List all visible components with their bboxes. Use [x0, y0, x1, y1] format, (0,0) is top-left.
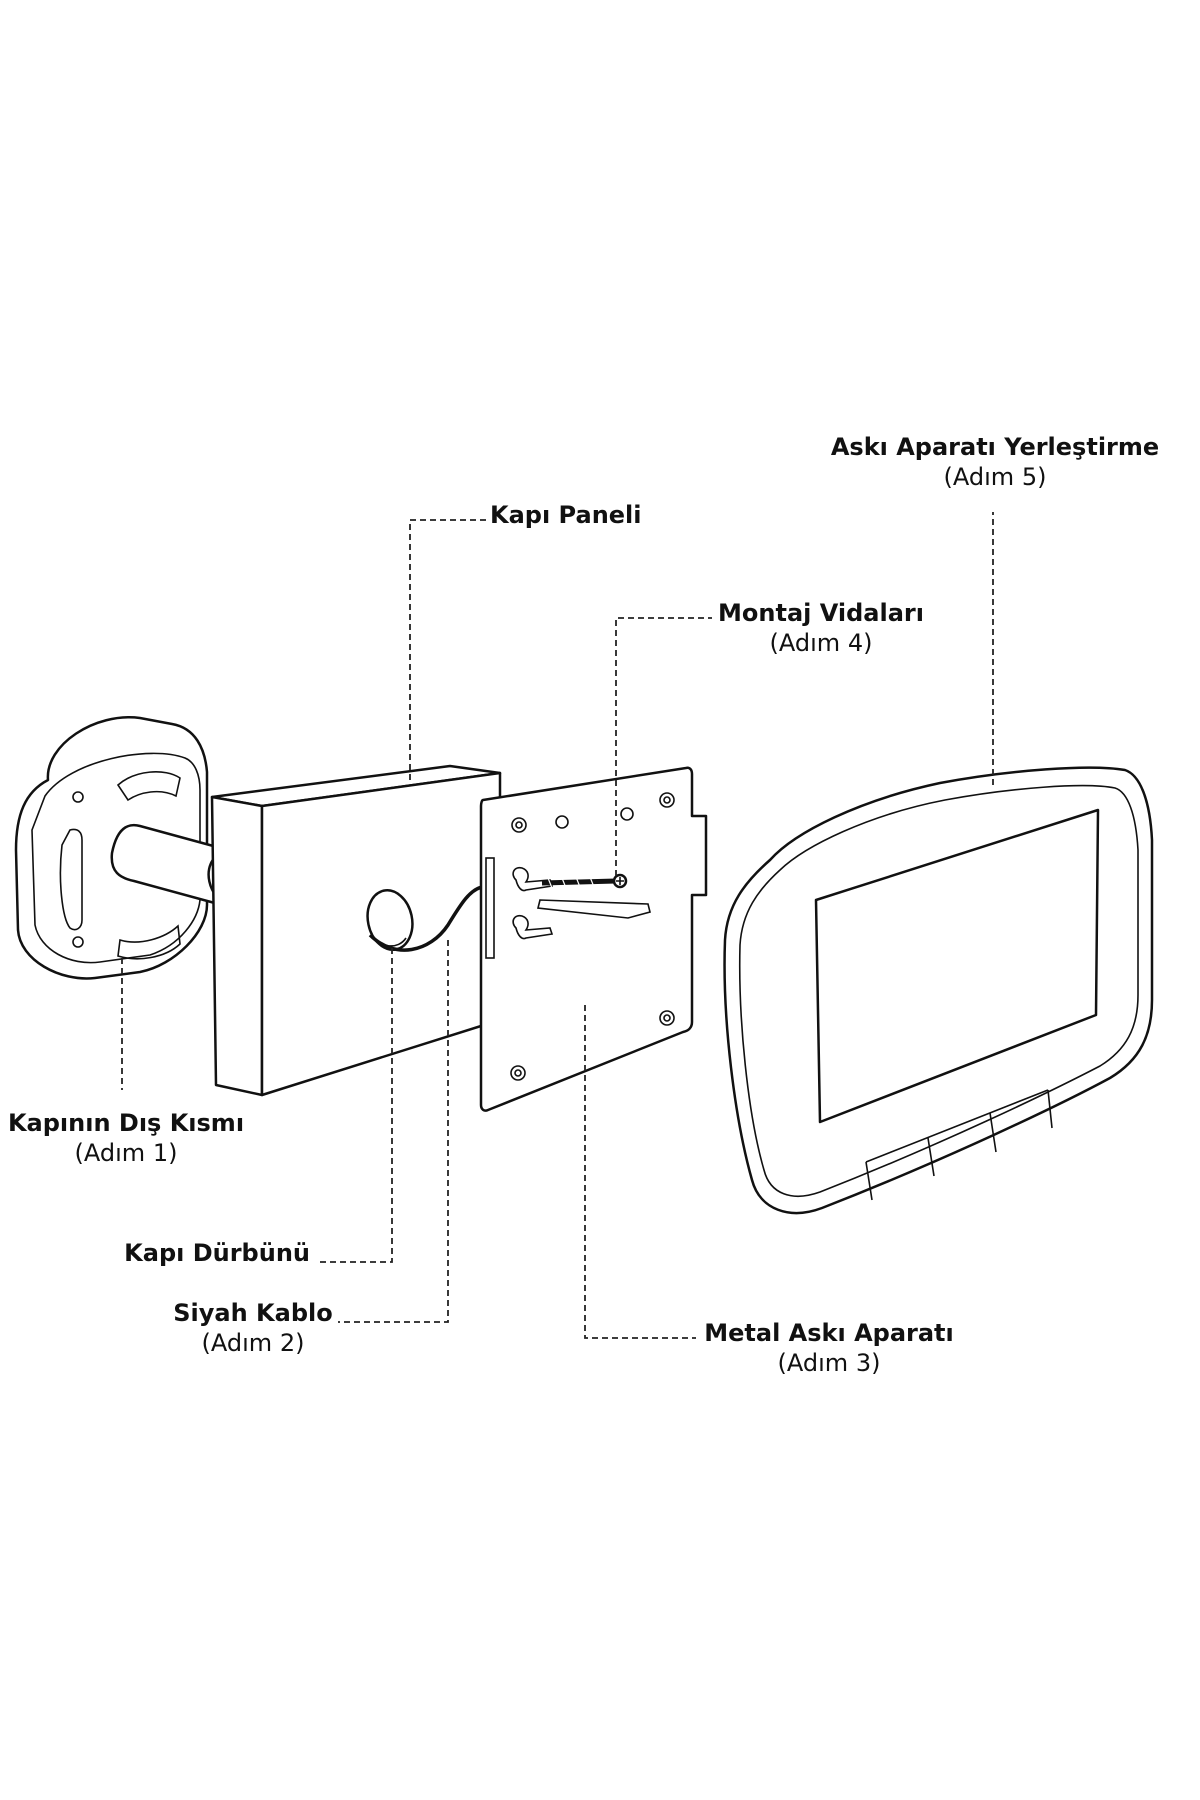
label-peephole: Kapı Dürbünü	[110, 1238, 310, 1268]
label-mounting-screws: Montaj Vidaları (Adım 4)	[716, 598, 926, 658]
label-metal-bracket-title: Metal Askı Aparatı	[704, 1319, 954, 1347]
label-outer-side-step: (Adım 1)	[74, 1139, 178, 1167]
label-peephole-title: Kapı Dürbünü	[124, 1239, 310, 1267]
label-metal-bracket-step: (Adım 3)	[777, 1349, 881, 1377]
label-outer-side-title: Kapının Dış Kısmı	[7, 1109, 245, 1137]
label-black-cable-title: Siyah Kablo	[173, 1299, 333, 1327]
door-panel-block	[210, 764, 502, 1097]
label-outer-side: Kapının Dış Kısmı (Adım 1)	[0, 1108, 252, 1168]
metal-bracket	[479, 766, 708, 1112]
label-door-panel-title: Kapı Paneli	[490, 501, 642, 529]
label-metal-bracket: Metal Askı Aparatı (Adım 3)	[704, 1318, 954, 1378]
label-black-cable-step: (Adım 2)	[201, 1329, 305, 1357]
leader-lines	[121, 512, 994, 1339]
label-door-panel: Kapı Paneli	[490, 500, 650, 530]
label-bracket-placement-step: (Adım 5)	[943, 463, 1047, 491]
mounting-screw	[541, 873, 628, 889]
label-mounting-screws-step: (Adım 4)	[769, 629, 873, 657]
label-bracket-placement: Askı Aparatı Yerleştirme (Adım 5)	[830, 432, 1160, 492]
label-mounting-screws-title: Montaj Vidaları	[718, 599, 924, 627]
indoor-monitor	[723, 766, 1154, 1215]
label-bracket-placement-title: Askı Aparatı Yerleştirme	[830, 433, 1160, 461]
label-black-cable: Siyah Kablo (Adım 2)	[172, 1298, 334, 1358]
